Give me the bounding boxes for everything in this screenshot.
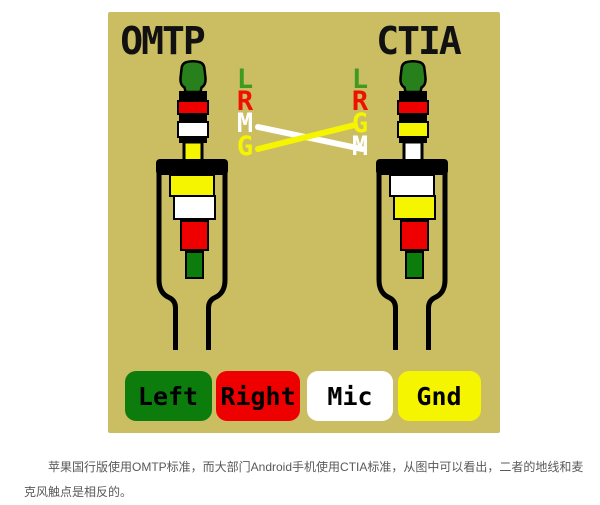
ctia-socket-contact-gnd xyxy=(393,195,436,220)
ctia-title: CTIA xyxy=(376,19,462,63)
ctia-socket-opening-bar xyxy=(376,159,448,175)
ctia-plug-ring-separator xyxy=(399,113,427,122)
omtp-socket-opening-bar xyxy=(156,159,228,175)
diagram-background xyxy=(108,12,500,433)
ctia-pin-label-l: L xyxy=(352,64,368,95)
omtp-title: OMTP xyxy=(120,19,205,63)
ctia-pin-label-g: G xyxy=(352,108,368,139)
omtp-pin-labels: L R M G xyxy=(237,64,254,162)
ctia-socket-contact-mic xyxy=(389,174,435,197)
omtp-pin-label-g: G xyxy=(237,131,253,162)
ctia-plug-ring-separator xyxy=(399,91,427,102)
omtp-plug-ring-separator xyxy=(179,91,207,102)
ctia-plug-right-ring xyxy=(397,100,429,115)
omtp-socket-contact-gnd xyxy=(169,174,215,197)
headphone-jack-standards-diagram: OMTP CTIA L R M xyxy=(108,12,500,433)
ctia-socket-body xyxy=(376,162,448,350)
ctia-pin-labels: L R G M xyxy=(352,64,369,162)
legend-label-left: Left xyxy=(138,382,198,411)
ctia-plug-tip-icon xyxy=(399,60,427,94)
omtp-socket-contact-mic xyxy=(173,195,216,220)
omtp-plug-ring-separator xyxy=(179,137,207,143)
ctia-plug-gnd-ring xyxy=(397,121,429,138)
omtp-socket-contact-left xyxy=(185,251,204,279)
legend-label-mic: Mic xyxy=(327,382,372,411)
legend-swatch-left xyxy=(125,371,212,421)
omtp-plug-right-ring xyxy=(177,100,209,115)
legend-label-right: Right xyxy=(220,382,295,411)
legend-swatch-mic xyxy=(307,371,393,421)
omtp-pin-label-m: M xyxy=(237,108,253,139)
legend: Left Right Mic Gnd xyxy=(125,371,481,421)
ctia-pin-label-m: M xyxy=(352,131,368,162)
omtp-socket-body xyxy=(156,162,228,350)
ctia-plug-ring-separator xyxy=(399,137,427,143)
legend-swatch-gnd xyxy=(398,371,481,421)
ctia-pin-label-r: R xyxy=(352,86,369,117)
ctia-socket-contact-right xyxy=(400,220,429,251)
omtp-socket-contact-right xyxy=(180,220,209,251)
ctia-socket-contact-left xyxy=(405,251,424,279)
caption-text: 苹果国行版使用OMTP标准，而大部门Android手机使用CTIA标准，从图中可… xyxy=(24,460,584,499)
omtp-plug-tip-icon xyxy=(179,60,207,94)
omtp-jack xyxy=(156,60,228,350)
ctia-jack xyxy=(376,60,448,350)
legend-label-gnd: Gnd xyxy=(416,382,461,411)
omtp-plug-mic-ring xyxy=(177,121,209,138)
omtp-pin-label-r: R xyxy=(237,86,254,117)
omtp-plug-ring-separator xyxy=(179,113,207,122)
legend-swatch-right xyxy=(216,371,300,421)
gnd-cross-line xyxy=(255,122,358,152)
omtp-pin-label-l: L xyxy=(237,64,253,95)
